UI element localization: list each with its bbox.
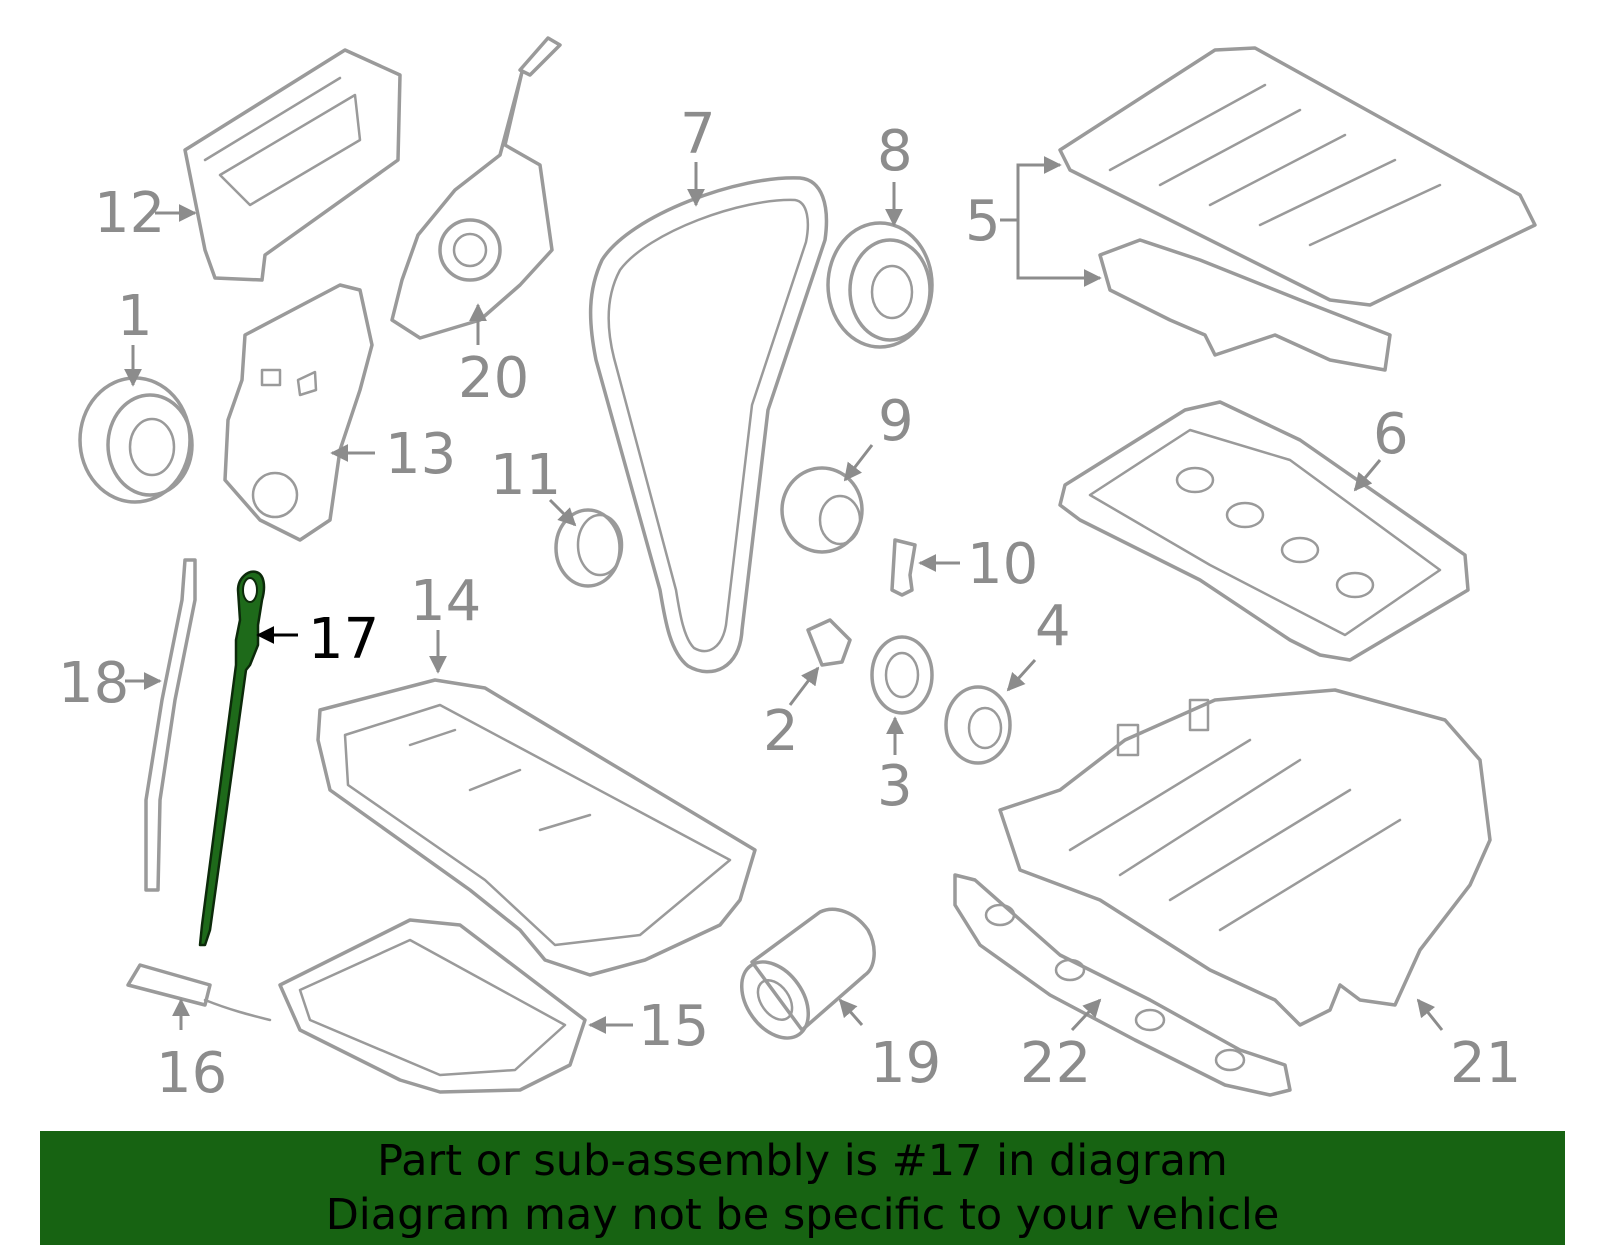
- callout-6: 6: [1373, 402, 1409, 467]
- callout-17: 17: [308, 607, 379, 672]
- part-16-sealant-tube: [126, 963, 272, 1022]
- leader-5b: [1016, 220, 1102, 287]
- part-3-washer: [870, 635, 934, 715]
- callout-14: 14: [410, 569, 481, 634]
- leader-6: [1353, 459, 1382, 492]
- callout-18: 18: [58, 651, 129, 716]
- part-5-cylinder-head-cover: [1058, 46, 1537, 372]
- part-12-upper-timing-cover: [183, 48, 402, 282]
- callout-8: 8: [877, 119, 913, 184]
- part-6-cover-gasket: [1058, 400, 1470, 662]
- callout-22: 22: [1020, 1031, 1091, 1096]
- callout-12: 12: [94, 181, 165, 246]
- part-8-camshaft-pulley: [826, 221, 934, 349]
- part-18-dipstick-tube: [144, 558, 197, 892]
- leader-2: [788, 666, 820, 706]
- leader-5a: [1016, 156, 1062, 220]
- leader-19: [838, 998, 864, 1026]
- leader-21: [1416, 998, 1444, 1031]
- leader-9: [843, 444, 874, 482]
- part-22-intake-manifold-gasket: [953, 873, 1292, 1097]
- callout-19: 19: [870, 1031, 941, 1096]
- callout-5: 5: [965, 189, 1001, 254]
- part-13-lower-timing-cover: [223, 283, 374, 542]
- part-2-bolt: [806, 618, 852, 667]
- leader-11: [548, 498, 577, 527]
- leader-22: [1070, 998, 1102, 1032]
- callout-15: 15: [638, 994, 709, 1059]
- part-9-tensioner-pulley: [780, 466, 864, 554]
- callout-16: 16: [156, 1041, 227, 1106]
- banner-line-disclaimer: Diagram may not be specific to your vehi…: [325, 1190, 1280, 1240]
- callout-20: 20: [458, 346, 529, 411]
- part-15-lower-oil-pan: [278, 918, 587, 1094]
- parts-diagram: 12 20 1 13 7 8 5 6 11 9 10 2 3 4 14 15 1…: [58, 36, 1537, 1106]
- disclaimer-banner: Part or sub-assembly is #17 in diagram D…: [40, 1131, 1565, 1245]
- callout-21: 21: [1450, 1031, 1521, 1096]
- callout-1: 1: [117, 284, 153, 349]
- callout-3: 3: [877, 754, 913, 819]
- part-4-crankshaft-sprocket: [944, 685, 1012, 765]
- part-1-crankshaft-pulley: [78, 376, 194, 504]
- part-10-tensioner-spring: [890, 538, 917, 597]
- part-7-timing-belt: [588, 176, 829, 674]
- callout-4: 4: [1035, 594, 1071, 659]
- callout-9: 9: [878, 389, 914, 454]
- part-20-oil-pump: [390, 36, 562, 340]
- banner-line-part-number: Part or sub-assembly is #17 in diagram: [377, 1136, 1228, 1186]
- part-17-dipstick-highlighted: [198, 570, 266, 947]
- part-19-oil-filter: [739, 907, 876, 1040]
- callout-7: 7: [680, 102, 716, 167]
- callout-13: 13: [385, 422, 456, 487]
- part-21-intake-manifold: [998, 688, 1492, 1027]
- callout-10: 10: [967, 532, 1038, 597]
- part-11-idler-pulley: [554, 508, 624, 588]
- callout-2: 2: [763, 699, 799, 764]
- leader-4: [1006, 658, 1037, 692]
- callout-11: 11: [490, 443, 561, 508]
- part-14-upper-oil-pan: [316, 678, 757, 977]
